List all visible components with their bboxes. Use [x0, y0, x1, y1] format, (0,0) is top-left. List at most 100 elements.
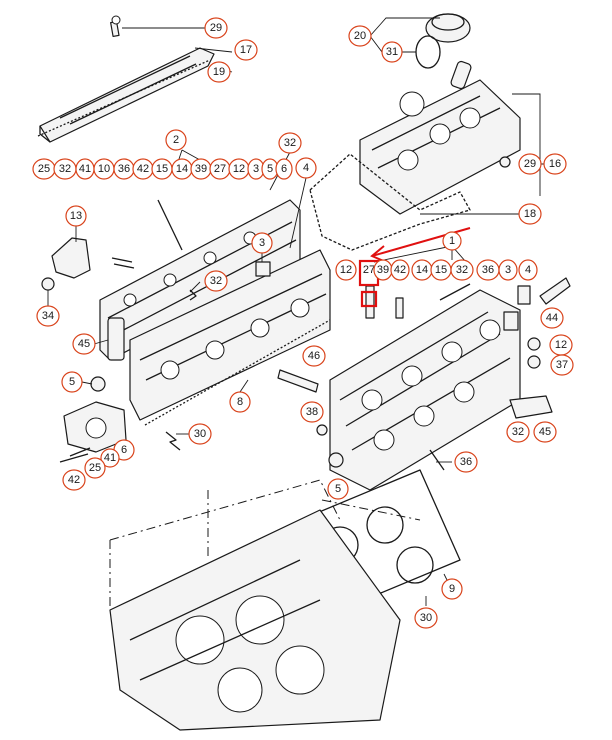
callout-38: 38	[300, 401, 324, 423]
svg-text:3: 3	[259, 237, 265, 249]
head-cover-left	[37, 15, 215, 143]
svg-text:4: 4	[303, 162, 309, 174]
callout-41: 41	[100, 448, 120, 468]
callout-1: 1	[442, 231, 462, 251]
callout-25: 25	[84, 457, 106, 479]
svg-text:18: 18	[524, 208, 536, 220]
svg-text:32: 32	[210, 275, 222, 287]
svg-text:12: 12	[555, 339, 567, 351]
svg-text:14: 14	[416, 264, 428, 276]
svg-text:10: 10	[98, 163, 110, 175]
callout-45-right: 45	[533, 421, 557, 443]
svg-text:16: 16	[549, 158, 561, 170]
svg-text:32: 32	[59, 163, 71, 175]
svg-text:44: 44	[546, 312, 558, 324]
svg-text:6: 6	[281, 163, 287, 175]
svg-text:37: 37	[556, 359, 568, 371]
callout-13: 13	[65, 205, 87, 227]
svg-text:15: 15	[435, 264, 447, 276]
oil-filler-cap	[415, 13, 471, 69]
svg-text:42: 42	[137, 163, 149, 175]
callout-44: 44	[540, 307, 564, 329]
callout-17: 17	[234, 39, 258, 61]
svg-text:3: 3	[505, 264, 511, 276]
svg-text:20: 20	[354, 30, 366, 42]
callout-2: 2	[165, 129, 187, 151]
callout-12-right: 12	[549, 334, 573, 356]
callout-5-left: 5	[61, 371, 83, 393]
callout-32-right: 32	[506, 421, 530, 443]
callout-32-top: 32	[278, 132, 302, 154]
highlight-marker	[360, 290, 378, 308]
head-cover-right	[309, 60, 521, 251]
callout-31: 31	[381, 41, 403, 63]
svg-text:31: 31	[386, 46, 398, 58]
svg-text:34: 34	[42, 310, 54, 322]
callout-3-left: 3	[251, 232, 273, 254]
svg-text:36: 36	[482, 264, 494, 276]
svg-text:29: 29	[210, 22, 222, 34]
engine-block	[109, 509, 401, 731]
svg-text:6: 6	[121, 444, 127, 456]
svg-text:9: 9	[449, 583, 455, 595]
svg-text:17: 17	[240, 44, 252, 56]
callout-46: 46	[302, 345, 326, 367]
callout-34: 34	[36, 305, 60, 327]
svg-text:45: 45	[539, 426, 551, 438]
callout-30-right: 30	[414, 607, 438, 629]
svg-text:46: 46	[308, 350, 320, 362]
callout-42: 42	[62, 469, 86, 491]
svg-text:30: 30	[420, 612, 432, 624]
callout-29-top: 29	[204, 17, 228, 39]
svg-text:32: 32	[512, 426, 524, 438]
svg-text:15: 15	[156, 163, 168, 175]
left-small-parts	[41, 199, 328, 463]
callout-32-left: 32	[204, 270, 228, 292]
svg-text:19: 19	[213, 66, 225, 78]
callout-row-left: 25 32 41 10 36 42 15 14 39 27 12 3 5 6	[32, 158, 293, 180]
callout-27-highlighted: 27	[363, 264, 375, 276]
callout-19: 19	[207, 61, 231, 83]
callout-36-right: 36	[454, 451, 478, 473]
svg-text:41: 41	[104, 452, 116, 464]
svg-text:42: 42	[394, 264, 406, 276]
svg-text:3: 3	[253, 163, 259, 175]
callout-30-left: 30	[188, 423, 212, 445]
svg-text:32: 32	[456, 264, 468, 276]
svg-text:5: 5	[267, 163, 273, 175]
callout-20: 20	[348, 25, 372, 47]
svg-text:2: 2	[173, 134, 179, 146]
callout-29-right: 29	[518, 153, 542, 175]
svg-text:29: 29	[524, 158, 536, 170]
svg-text:38: 38	[306, 406, 318, 418]
callout-5-right: 5	[327, 478, 349, 500]
svg-text:39: 39	[377, 264, 389, 276]
callout-45-left: 45	[72, 333, 96, 355]
svg-text:12: 12	[340, 264, 352, 276]
callout-row-right: 12 27 39 42 14 15 32 36 3 4	[335, 259, 538, 281]
svg-text:8: 8	[237, 396, 243, 408]
svg-text:30: 30	[194, 428, 206, 440]
callout-16: 16	[543, 153, 567, 175]
svg-text:36: 36	[460, 456, 472, 468]
svg-text:13: 13	[70, 210, 82, 222]
svg-text:27: 27	[214, 163, 226, 175]
right-cylinder-head	[328, 277, 571, 491]
svg-text:42: 42	[68, 474, 80, 486]
svg-text:5: 5	[69, 376, 75, 388]
svg-text:1: 1	[449, 235, 455, 247]
svg-text:32: 32	[284, 137, 296, 149]
callout-8: 8	[229, 391, 251, 413]
svg-text:36: 36	[118, 163, 130, 175]
svg-text:25: 25	[89, 462, 101, 474]
svg-text:25: 25	[38, 163, 50, 175]
svg-text:4: 4	[525, 264, 531, 276]
svg-text:41: 41	[79, 163, 91, 175]
callout-18: 18	[518, 203, 542, 225]
svg-text:45: 45	[78, 338, 90, 350]
svg-text:5: 5	[335, 483, 341, 495]
callout-4-left: 4	[295, 157, 317, 179]
svg-text:14: 14	[176, 163, 188, 175]
svg-text:12: 12	[233, 163, 245, 175]
